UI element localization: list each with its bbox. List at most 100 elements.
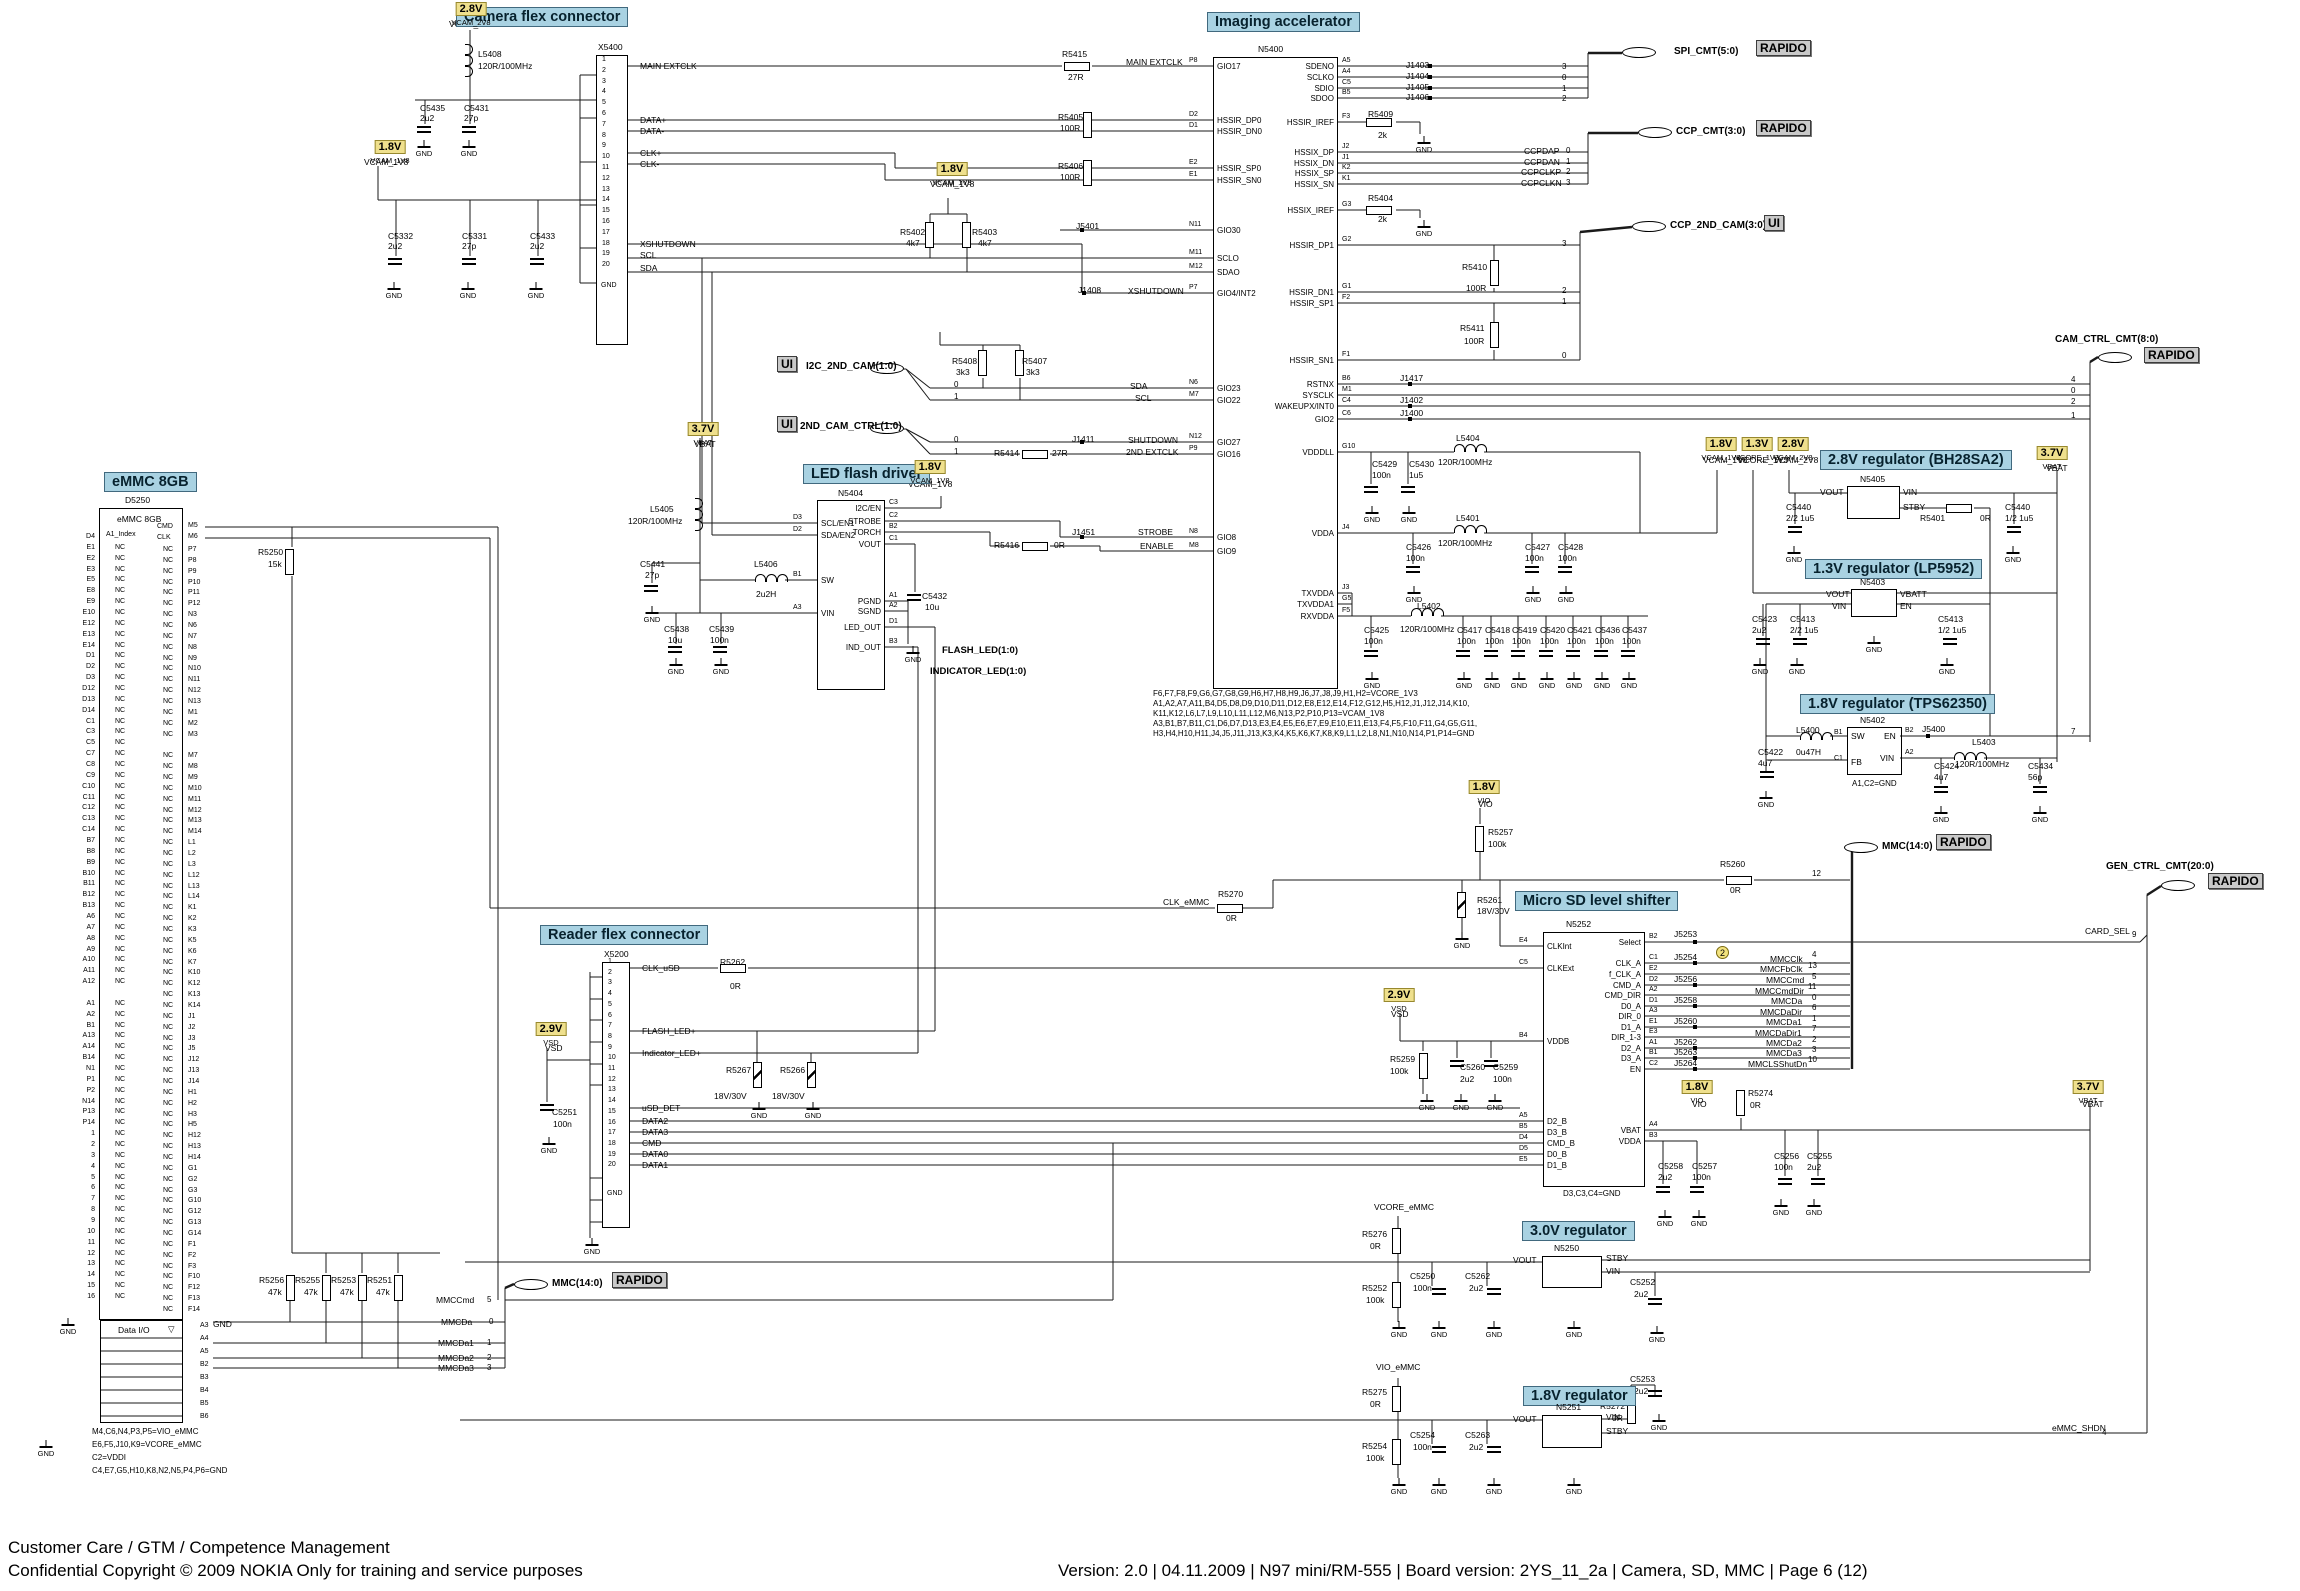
pin-number: C3 (889, 499, 898, 506)
label: 2u2 (530, 241, 545, 251)
pin-number: 18 (608, 1139, 616, 1147)
label: VBAT (2082, 1099, 2104, 1109)
bus-name: GEN_CTRL_CMT(20:0) (2106, 861, 2214, 872)
bus-port-symbol (870, 423, 904, 434)
pin-number: J2 (188, 1023, 196, 1031)
pin-number: P7 (188, 546, 197, 553)
pin-number: P8 (1189, 57, 1198, 64)
label: 47k (340, 1287, 354, 1297)
gnd-symbol: GND (575, 1244, 609, 1256)
label: VCAM_1V8 (930, 179, 975, 189)
label: MMCDa (441, 1317, 473, 1327)
gnd-symbol: GND (1477, 1327, 1511, 1339)
label: 2 (1812, 1035, 1817, 1044)
net-label: SDA (640, 263, 658, 273)
label: 0 (2071, 386, 2076, 395)
block-title: 1.8V regulator (TPS62350) (1800, 694, 1995, 714)
pin-number: D12 (82, 684, 95, 692)
label: E6,F5,J10,K9=VCORE_eMMC (92, 1440, 202, 1449)
label: 100n (1567, 636, 1586, 646)
label: 100n (1485, 636, 1504, 646)
pin-number: A9 (86, 945, 95, 953)
label: MMCDa1 (438, 1338, 474, 1348)
pin-number: A1 (86, 999, 95, 1007)
label: 27R (1052, 448, 1068, 458)
pin-number: 6 (602, 110, 606, 117)
pin-number: B5 (1519, 1123, 1528, 1130)
strap-marker (1428, 64, 1432, 68)
pin-number: D1 (1649, 997, 1658, 1004)
label: 3 (1562, 62, 1567, 71)
pin-number: F3 (188, 1262, 197, 1270)
gnd-symbol: GND (1422, 1327, 1456, 1339)
gnd-symbol: GND (1382, 1327, 1416, 1339)
label: 10 (1808, 1055, 1817, 1064)
label: 2/2 1u5 (1786, 513, 1815, 523)
pin-number: 7 (602, 120, 606, 128)
gnd-symbol: GND (1478, 1100, 1512, 1112)
label: VIO_eMMC (1376, 1362, 1421, 1372)
label: J1402 (1400, 395, 1424, 405)
pin-name: NC (163, 1143, 174, 1151)
pin-number: B7 (86, 836, 95, 844)
label: L5406 (754, 559, 778, 569)
pin-number: 11 (87, 1238, 95, 1246)
pin-number: F1 (188, 1240, 197, 1248)
pin-name: NC (115, 1064, 126, 1072)
label: C4,E7,G5,H10,K8,N2,N5,P4,P6=GND (92, 1466, 228, 1475)
label: 100R (1060, 172, 1081, 182)
pin-name: NC (163, 1132, 174, 1140)
label: VBATT (1900, 589, 1927, 599)
label: L5403 (1972, 737, 1996, 747)
pin-number: G10 (188, 1197, 202, 1205)
gnd-symbol: GND (635, 612, 669, 624)
rapido-tag: RAPIDO (1936, 834, 1991, 850)
label: INDICATOR_LED(1:0) (930, 666, 1027, 677)
label: 3k3 (956, 367, 970, 377)
rapido-tag: RAPIDO (1756, 40, 1811, 56)
label: B1 (1834, 729, 1843, 736)
pin-name: NC (163, 882, 174, 890)
label: L5408 (478, 49, 502, 59)
label: L5405 (650, 504, 674, 514)
ic-name: eMMC 8GB (117, 514, 162, 524)
label: VCAM_1V8 (364, 157, 409, 167)
gnd-symbol: GND (377, 288, 411, 300)
label: C5422 (1758, 747, 1784, 757)
pin-name: SDIO (1314, 84, 1334, 93)
pin-number: C5 (1342, 79, 1351, 86)
label: 1 (1562, 297, 1567, 306)
label: 3 (1562, 239, 1567, 248)
pin-number: B2 (889, 523, 898, 530)
pin-name: NC (115, 760, 126, 768)
label: R5275 (1362, 1387, 1388, 1397)
net-name: VCAM_2V8 (451, 18, 491, 27)
pin-name: SGND (857, 607, 881, 616)
label: 2u2 (1460, 1074, 1475, 1084)
label: EN (1900, 601, 1912, 611)
pin-name: NC (163, 925, 174, 933)
pin-name: EN (1629, 1065, 1641, 1074)
pin-number: A13 (82, 1032, 95, 1040)
pin-number: M3 (188, 730, 198, 738)
pin-number: 5 (602, 99, 606, 107)
pin-number: B4 (200, 1387, 209, 1394)
pin-number: 15 (87, 1282, 95, 1290)
label: VCAM_1V8 (1703, 455, 1748, 465)
label: VOUT (1820, 487, 1844, 497)
pin-number: G3 (188, 1186, 198, 1194)
pin-number: 6 (608, 1011, 612, 1019)
resistor-symbol (1083, 112, 1092, 138)
label: 100k (1488, 839, 1507, 849)
pin-number: 5 (91, 1173, 95, 1181)
pin-name: NC (163, 828, 174, 836)
pin-name: RSTNX (1306, 380, 1334, 389)
capacitor-symbol (1756, 638, 1770, 645)
pin-name: HSSIR_IREF (1286, 118, 1334, 127)
gnd-symbol: GND (532, 1143, 566, 1155)
pin-number: A12 (82, 978, 95, 986)
pin-number: N7 (188, 632, 197, 640)
label: 100n (1372, 470, 1391, 480)
label: C5421 (1567, 625, 1593, 635)
pin-number: M8 (1189, 542, 1199, 549)
